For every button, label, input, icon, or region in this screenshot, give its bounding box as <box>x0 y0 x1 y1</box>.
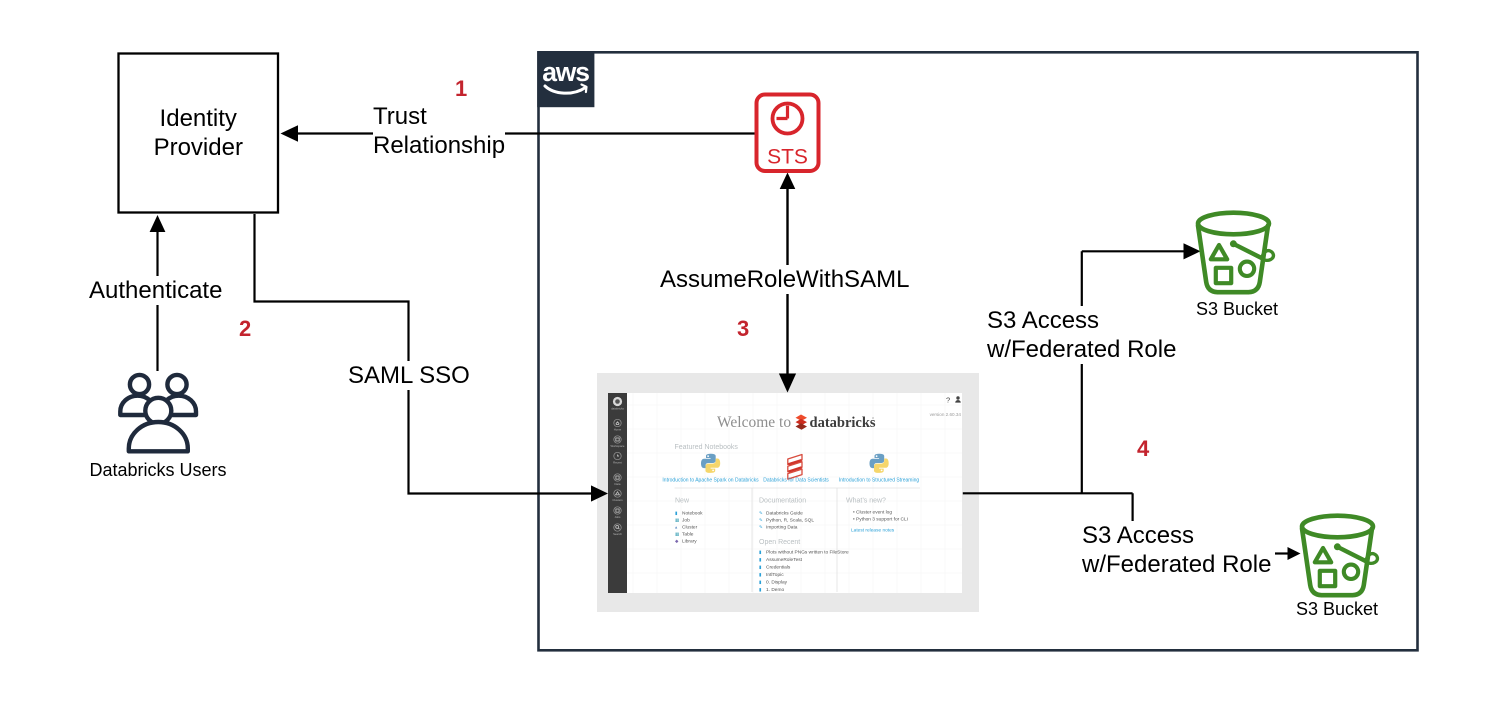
svg-text:0. Display: 0. Display <box>766 579 788 585</box>
svg-text:▮: ▮ <box>759 557 762 562</box>
svg-text:aws: aws <box>542 57 589 87</box>
svg-text:Introduction to Apache Spark o: Introduction to Apache Spark on Databric… <box>662 478 759 484</box>
svg-text:✎: ✎ <box>759 517 763 522</box>
svg-text:Jobs: Jobs <box>615 515 622 519</box>
svg-text:• Cluster event log: • Cluster event log <box>853 509 892 515</box>
svg-text:Open Recent: Open Recent <box>759 539 800 546</box>
svg-text:Workspace: Workspace <box>611 444 625 448</box>
svg-text:Job: Job <box>682 517 690 523</box>
svg-text:▮: ▮ <box>759 549 762 554</box>
svg-text:Latest release notes: Latest release notes <box>851 527 895 533</box>
svg-text:Home: Home <box>614 428 622 432</box>
svg-text:databricks: databricks <box>611 407 624 411</box>
svg-text:IntlTopic: IntlTopic <box>766 572 784 578</box>
svg-text:New: New <box>675 498 690 505</box>
svg-text:Recent: Recent <box>613 461 622 465</box>
svg-text:▦: ▦ <box>675 517 680 522</box>
svg-text:Importing Data: Importing Data <box>766 524 798 530</box>
svg-text:▮: ▮ <box>759 579 762 584</box>
svg-text:✎: ✎ <box>759 510 763 515</box>
svg-text:◆: ◆ <box>675 538 679 543</box>
svg-text:Documentation: Documentation <box>759 498 806 505</box>
svg-text:Cluster: Cluster <box>682 524 698 530</box>
svg-text:▮: ▮ <box>675 510 678 515</box>
svg-text:databricks: databricks <box>810 415 876 431</box>
svg-text:Library: Library <box>682 538 697 544</box>
svg-text:▦: ▦ <box>675 531 680 536</box>
svg-text:?: ? <box>946 396 950 405</box>
svg-text:Welcome to: Welcome to <box>717 414 791 431</box>
svg-text:Table: Table <box>682 531 694 537</box>
svg-text:Plots without PNGs written to: Plots without PNGs written to FileStore <box>766 549 849 555</box>
svg-text:AssumeRoleTest: AssumeRoleTest <box>766 557 803 563</box>
svg-text:STS: STS <box>767 146 808 169</box>
svg-text:Notebook: Notebook <box>682 510 703 516</box>
svg-text:version 2.60.34: version 2.60.34 <box>930 412 962 417</box>
svg-text:▮: ▮ <box>759 572 762 577</box>
svg-text:Search: Search <box>613 532 622 536</box>
svg-text:1. Demo: 1. Demo <box>766 587 784 593</box>
svg-text:▮: ▮ <box>759 587 762 592</box>
svg-text:Python, R, Scala, SQL: Python, R, Scala, SQL <box>766 517 814 523</box>
svg-text:✎: ✎ <box>759 524 763 529</box>
svg-text:Databricks for Data Scientists: Databricks for Data Scientists <box>763 478 829 484</box>
svg-text:°: ° <box>872 418 874 423</box>
svg-text:Data: Data <box>615 482 621 486</box>
svg-text:Credentials: Credentials <box>766 564 791 570</box>
svg-text:▮: ▮ <box>759 564 762 569</box>
svg-text:Introduction to Structured Str: Introduction to Structured Streaming <box>839 478 920 484</box>
svg-text:• Python 3 support for CLI: • Python 3 support for CLI <box>853 516 908 522</box>
svg-text:What’s new?: What’s new? <box>846 498 886 505</box>
svg-text:Clusters: Clusters <box>612 498 623 502</box>
svg-text:Databricks Guide: Databricks Guide <box>766 510 803 516</box>
svg-text:Featured Notebooks: Featured Notebooks <box>675 444 739 451</box>
svg-text:▴: ▴ <box>675 524 678 529</box>
